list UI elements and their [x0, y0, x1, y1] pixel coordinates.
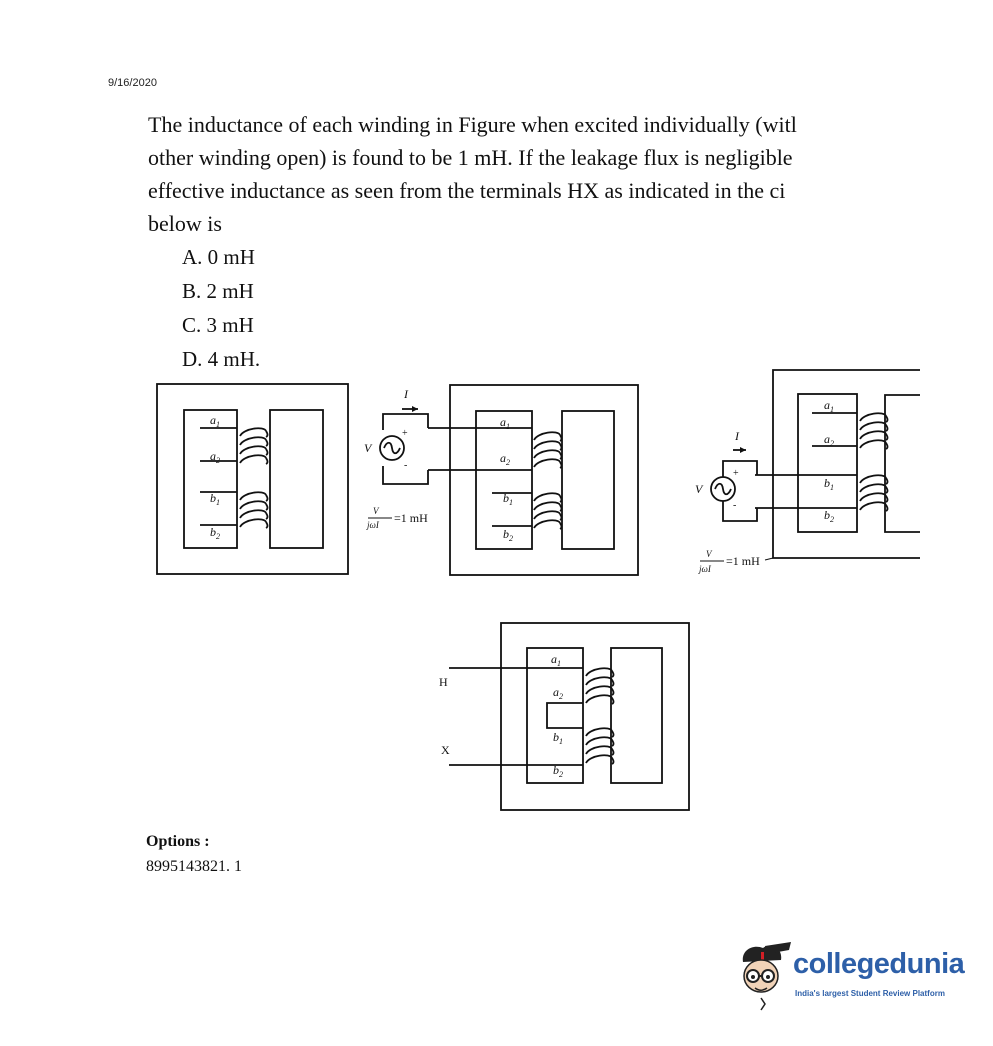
- label-b1: b1: [824, 476, 834, 492]
- winding-a-coil: [859, 412, 889, 450]
- label-b1: b1: [553, 730, 563, 746]
- answer-options: A. 0 mH B. 2 mH C. 3 mH D. 4 mH.: [182, 240, 260, 376]
- minus-sign: -: [733, 500, 736, 511]
- option-d: D. 4 mH.: [182, 347, 261, 371]
- label-a2: a2: [500, 451, 510, 467]
- logo-tagline: India's largest Student Review Platform: [795, 989, 945, 998]
- eq-denominator: jωI: [366, 520, 380, 530]
- terminal-h-label: H: [439, 675, 448, 689]
- winding-b-coil: [859, 474, 889, 512]
- label-a1: a1: [500, 415, 510, 431]
- option-a: A. 0 mH: [182, 245, 255, 269]
- label-b2: b2: [210, 525, 220, 541]
- voltage-label: V: [364, 441, 373, 455]
- eq-value: =1 mH: [394, 511, 428, 525]
- figure-1-core: [156, 383, 349, 575]
- option-c: C. 3 mH: [182, 313, 254, 337]
- question-line: other winding open) is found to be 1 mH.…: [148, 145, 793, 170]
- winding-b-coil: [585, 727, 615, 765]
- terminal-x-label: X: [441, 743, 450, 757]
- plus-sign: +: [402, 428, 408, 439]
- eq-denominator: jωI: [698, 564, 712, 574]
- plus-sign: +: [733, 468, 739, 479]
- figure-3-core: [710, 369, 920, 559]
- label-b1: b1: [503, 491, 513, 507]
- arrow-icon: [412, 406, 418, 412]
- label-a2: a2: [553, 685, 563, 701]
- label-a2: a2: [824, 432, 834, 448]
- winding-b-coil: [533, 492, 563, 530]
- logo-wordmark: collegedunia: [793, 948, 965, 980]
- label-a2: a2: [210, 449, 220, 465]
- label-b1: b1: [210, 491, 220, 507]
- page-date: 9/16/2020: [108, 77, 157, 89]
- arrow-icon: [740, 447, 746, 453]
- options-label: Options :: [146, 833, 210, 850]
- mascot-icon: [742, 942, 791, 1011]
- option-b: B. 2 mH: [182, 279, 254, 303]
- question-line: below is: [148, 211, 222, 236]
- figure-4-core: [449, 622, 690, 811]
- logo-com: .com: [957, 957, 965, 974]
- winding-a-coil: [585, 667, 615, 705]
- current-label: I: [403, 387, 409, 401]
- collegedunia-logo: collegedunia .com India's largest Studen…: [735, 938, 975, 1018]
- voltage-label: V: [695, 482, 704, 496]
- label-b2: b2: [824, 508, 834, 524]
- question-line: effective inductance as seen from the te…: [148, 178, 786, 203]
- label-a1: a1: [551, 652, 561, 668]
- options-value: 8995143821. 1: [146, 858, 242, 875]
- question-text: The inductance of each winding in Figure…: [148, 108, 993, 240]
- eq-numerator: V: [706, 549, 713, 559]
- label-b2: b2: [553, 763, 563, 779]
- question-line: The inductance of each winding in Figure…: [148, 112, 797, 137]
- figure-2-core: [379, 384, 639, 576]
- eq-value: =1 mH: [726, 554, 760, 568]
- label-b2: b2: [503, 527, 513, 543]
- winding-a-coil: [533, 431, 563, 469]
- eq-numerator: V: [373, 506, 380, 516]
- label-a1: a1: [824, 398, 834, 414]
- minus-sign: -: [404, 460, 407, 471]
- label-a1: a1: [210, 413, 220, 429]
- winding-a-coil: [239, 427, 269, 465]
- current-label: I: [734, 429, 740, 443]
- winding-b-coil: [239, 491, 269, 529]
